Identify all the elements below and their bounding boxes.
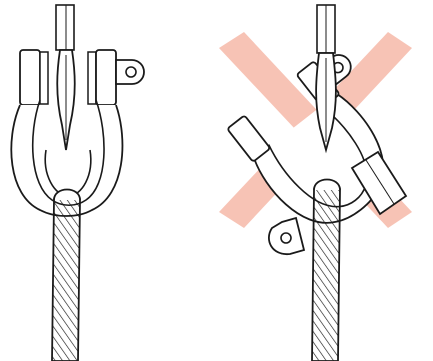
- incorrect-rigging-panel: [219, 4, 412, 361]
- upper-rope-icon: [316, 4, 336, 54]
- upper-rope-icon: [55, 4, 75, 51]
- shackle-pin-icon: [350, 150, 408, 216]
- shackle-eye-icon: [268, 216, 306, 255]
- hook-icon: [315, 52, 337, 154]
- hook-icon: [56, 49, 76, 151]
- wire-rope-icon: [311, 178, 341, 361]
- wire-rope-icon: [51, 188, 81, 361]
- correct-rigging-panel: [10, 4, 145, 361]
- shackle-icon: [10, 49, 145, 217]
